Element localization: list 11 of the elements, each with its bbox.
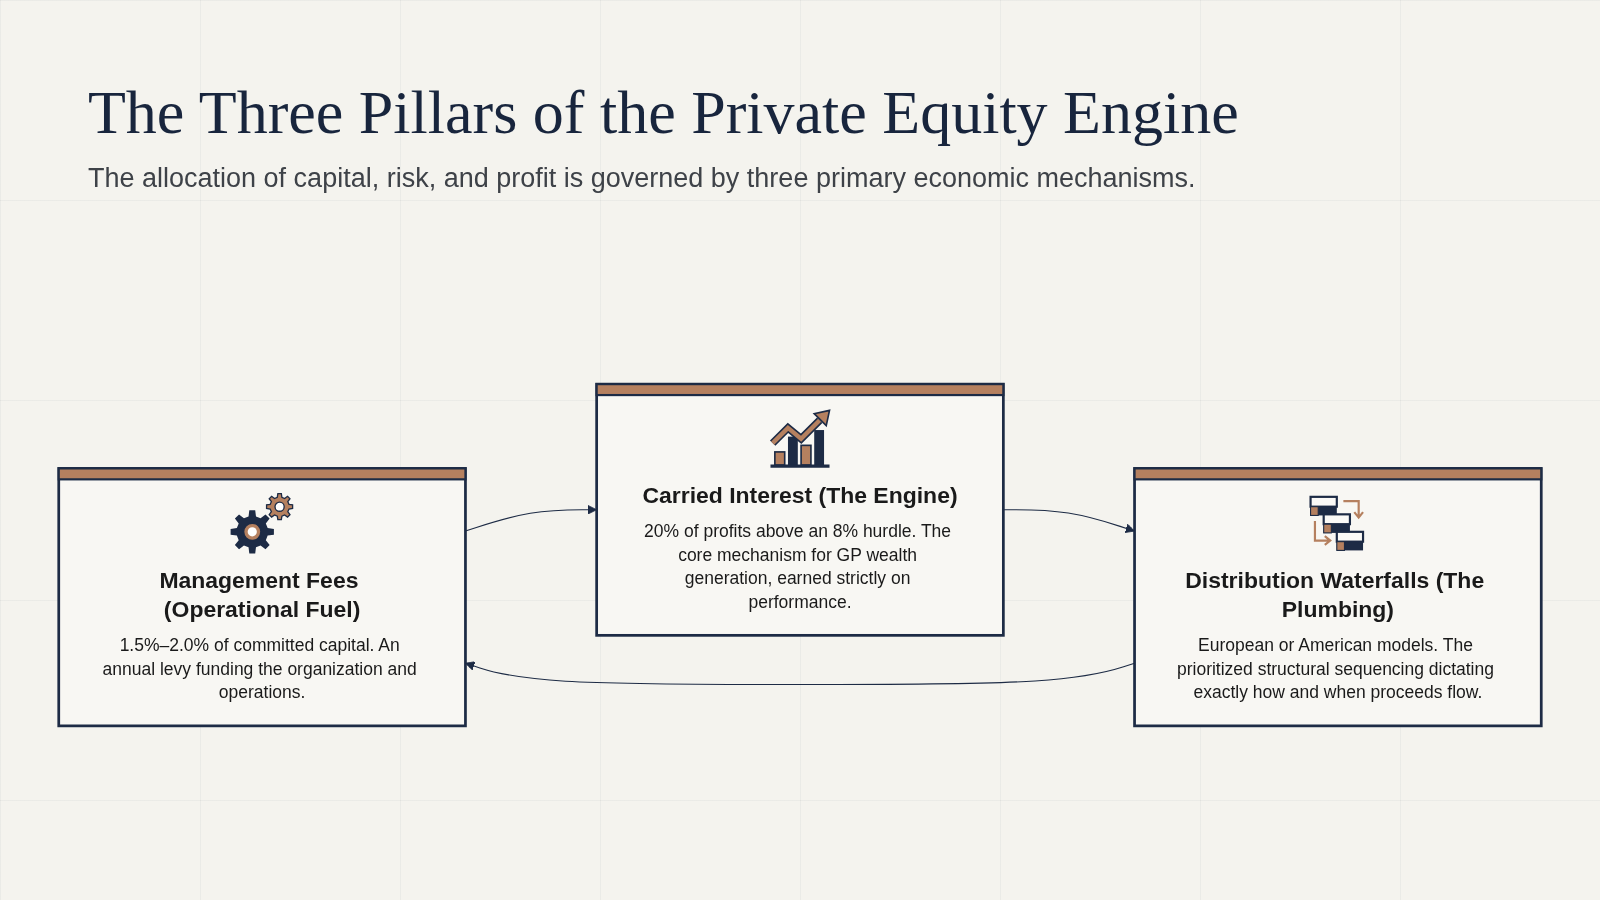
subtitle: The allocation of capital, risk, and profit is governed by three primary economic mechanisms. xyxy=(88,162,1196,195)
title: The Three Pillars of the Private Equity Engine xyxy=(88,78,1239,147)
box-description: 20% of profits above an 8% hurdle. The core mechanism for GP wealth generation, earned strictly on performance. xyxy=(643,520,953,614)
box-heading: Distribution Waterfalls (The Plumbing) xyxy=(1184,565,1486,624)
box-description: 1.5%–2.0% of committed capital. An annual levy funding the organization and operations. xyxy=(101,635,418,704)
box-description: European or American models. The prioritized structural sequencing dictating exactly how and when proceeds flow. xyxy=(1176,635,1495,704)
process-box xyxy=(595,382,1005,637)
box-heading: Carried Interest (The Engine) xyxy=(642,481,958,510)
box-heading: Management Fees (Operational Fuel) xyxy=(158,565,362,624)
process-box xyxy=(1133,467,1543,728)
process-box xyxy=(57,467,467,728)
